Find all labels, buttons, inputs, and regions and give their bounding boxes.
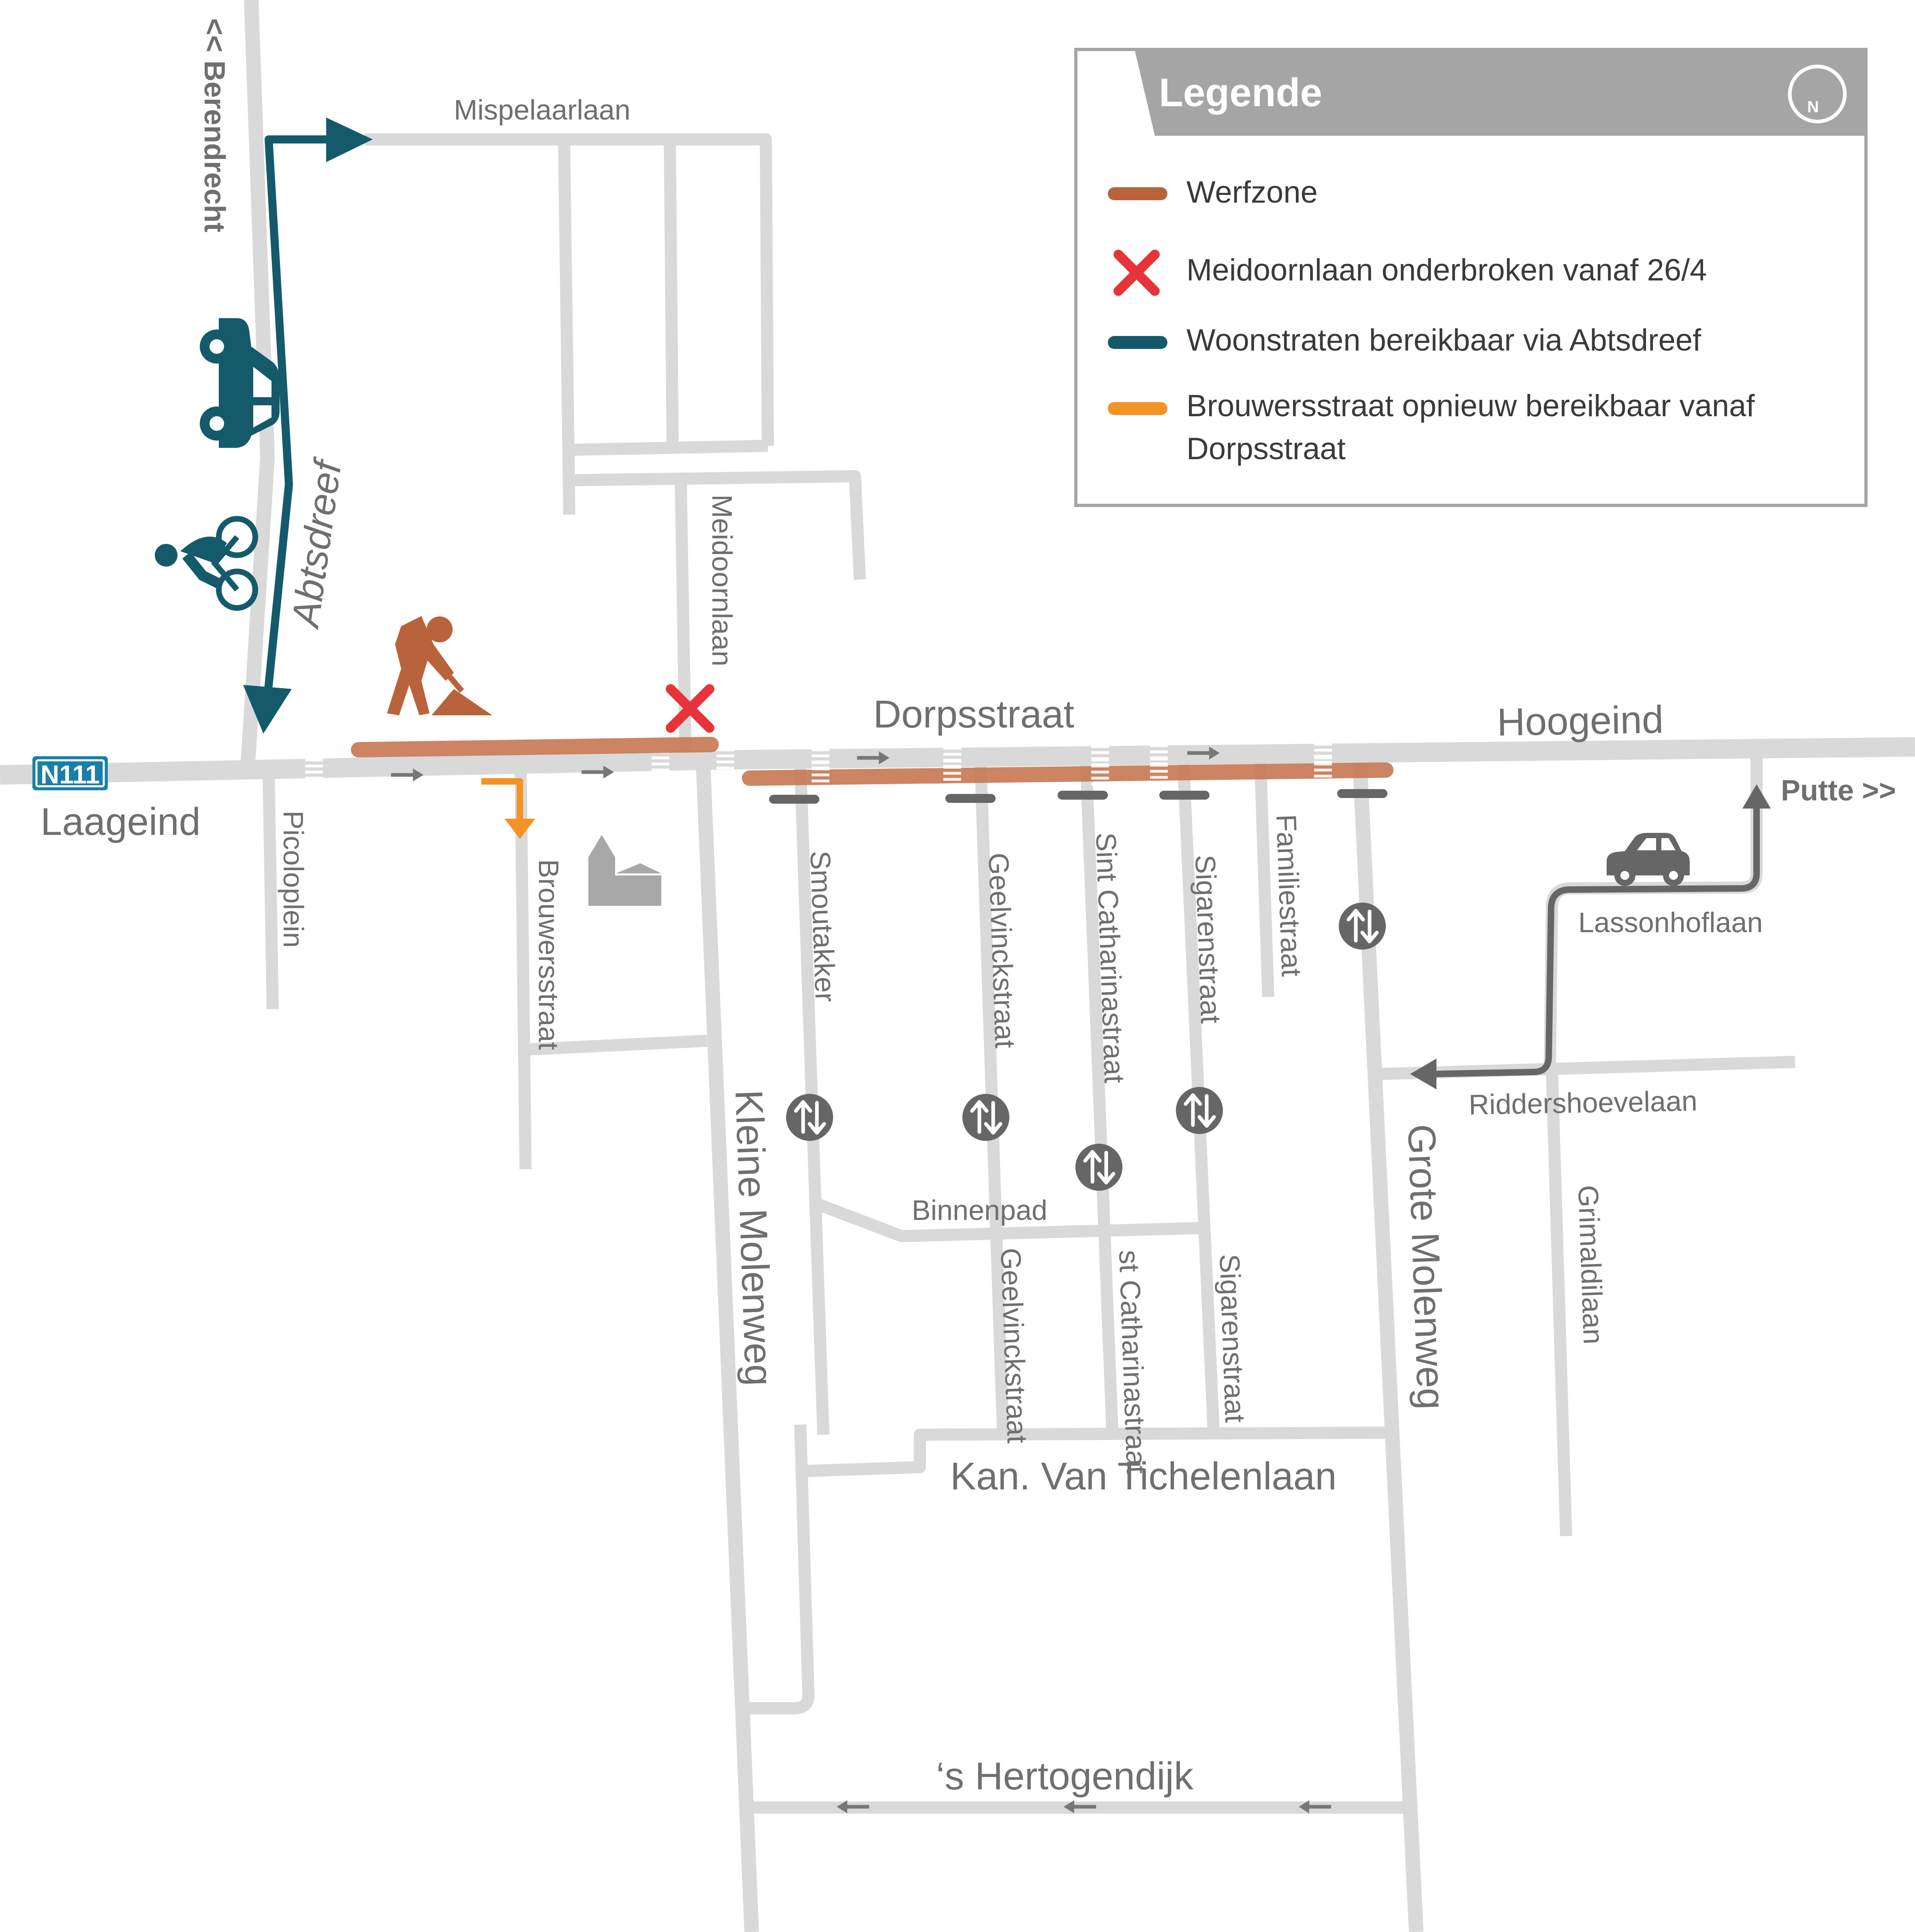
label-berendrecht: << Berendrecht xyxy=(198,18,231,232)
closure-cross-icon xyxy=(666,684,714,733)
legend-closure-icon xyxy=(1114,250,1160,296)
two-way-traffic-icon xyxy=(1339,903,1386,950)
label-brouwersstraat: Brouwersstraat xyxy=(533,859,564,1050)
label-sigarenstraat: Sigarenstraat xyxy=(1189,854,1227,1024)
road-sint-catharinastraat xyxy=(1080,760,1118,1431)
werfzone-west xyxy=(351,737,719,757)
label-familiestraat: Familiestraat xyxy=(1270,814,1308,977)
road-mispel-cross xyxy=(569,440,768,456)
label-putte: Putte >> xyxy=(1781,775,1896,807)
n111-badge: N111 xyxy=(32,756,108,790)
stop-bars xyxy=(769,789,1387,804)
legend-item-brouwersstraat: Brouwersstraat opnieuw bereikbaar vanaf xyxy=(1186,389,1755,423)
label-abtsdreef: Abtsdreef xyxy=(283,455,350,631)
road-brouwersstraat xyxy=(515,771,532,1170)
label-kleine-molenweg: Kleine Molenweg xyxy=(727,1089,780,1386)
legend-item-werfzone: Werfzone xyxy=(1186,175,1318,210)
label-hoogeind: Hoogeind xyxy=(1496,698,1664,744)
legend-item-brouwersstraat-line2: Dorpsstraat xyxy=(1186,432,1346,466)
road-kleine-molenweg xyxy=(696,761,759,1932)
compass-north-icon: N xyxy=(1788,64,1847,124)
road-worker-icon xyxy=(387,616,492,715)
flemish-lion-icon xyxy=(1092,67,1125,120)
road-brouwers-link xyxy=(522,1035,707,1056)
road-mispel-east xyxy=(569,470,866,580)
label-st-catharinastraat-small: st Catharinastraat xyxy=(1113,1249,1152,1474)
road-grote-molenweg xyxy=(1352,754,1423,1932)
label-laageind: Laageind xyxy=(41,800,201,843)
church-icon xyxy=(588,835,661,906)
car-icon-grey xyxy=(1607,833,1690,886)
label-geelvinckstraat: Geelvinckstraat xyxy=(983,852,1021,1049)
label-picoloplein: Picoloplein xyxy=(278,811,309,948)
legend-title: Legende xyxy=(1159,70,1322,115)
label-lassonhoflaan: Lassonhoflaan xyxy=(1578,907,1763,938)
n111-label: N111 xyxy=(41,760,100,789)
legend-header xyxy=(1076,49,1866,136)
car-icon xyxy=(200,318,280,448)
label-grote-molenweg: Grote Molenweg xyxy=(1400,1123,1453,1410)
legend-item-meidoornlaan: Meidoornlaan onderbroken vanaf 26/4 xyxy=(1186,253,1707,287)
road-picoloplein xyxy=(263,774,279,1010)
svg-text:N: N xyxy=(1807,98,1819,116)
road-mispel-branch-1 xyxy=(558,139,575,515)
label-meidoornlaan: Meidoornlaan xyxy=(706,494,738,666)
two-way-traffic-icon xyxy=(1075,1144,1122,1191)
label-grimaldilaan: Grimaldilaan xyxy=(1572,1185,1609,1345)
road-kan-van-tichelenlaan xyxy=(800,1427,1394,1477)
two-way-traffic-icon xyxy=(1176,1087,1223,1134)
road-mispelaarlaan xyxy=(365,133,774,446)
legend-item-abtsdreef: Woonstraten bereikbaar via Abtsdreef xyxy=(1186,323,1701,357)
label-kan-van-tichelenlaan: Kan. Van Tichelenlaan xyxy=(950,1455,1337,1498)
label-sigarenstraat-small: Sigarenstraat xyxy=(1214,1254,1251,1423)
werfzone xyxy=(351,737,1394,787)
two-way-traffic-icon xyxy=(962,1094,1009,1141)
detour-route-abtsdreef xyxy=(243,118,373,734)
label-geelvinckstraat-small: Geelvinckstraat xyxy=(995,1247,1033,1444)
road-familiestraat xyxy=(1254,757,1274,997)
label-s-hertogendijk: ‘s Hertogendijk xyxy=(936,1754,1194,1798)
label-mispelaarlaan: Mispelaarlaan xyxy=(454,94,630,126)
detour-route-brouwersstraat xyxy=(481,778,535,839)
street-labels: Mispelaarlaan << Berendrecht Abtsdreef M… xyxy=(41,18,1896,1798)
label-riddershoevelaan: Riddershoevelaan xyxy=(1468,1085,1698,1121)
road-grimaldilaan xyxy=(1546,1070,1572,1536)
road-mispel-branch-2 xyxy=(664,139,679,446)
label-binnenpad: Binnenpad xyxy=(912,1194,1047,1226)
road-kleine-loop xyxy=(746,1424,815,1714)
road-abtsdreef xyxy=(240,0,275,776)
werfzone-east xyxy=(742,762,1394,786)
two-way-traffic-icon xyxy=(786,1094,833,1141)
label-smoutakker: Smoutakker xyxy=(804,850,841,1003)
label-dorpsstraat: Dorpsstraat xyxy=(873,693,1074,736)
cyclist-icon xyxy=(155,516,258,611)
legend: Legende N Werfzone Meidoornlaan onderbro… xyxy=(1074,48,1868,507)
detour-route-lassonhoflaan xyxy=(1410,784,1771,1089)
